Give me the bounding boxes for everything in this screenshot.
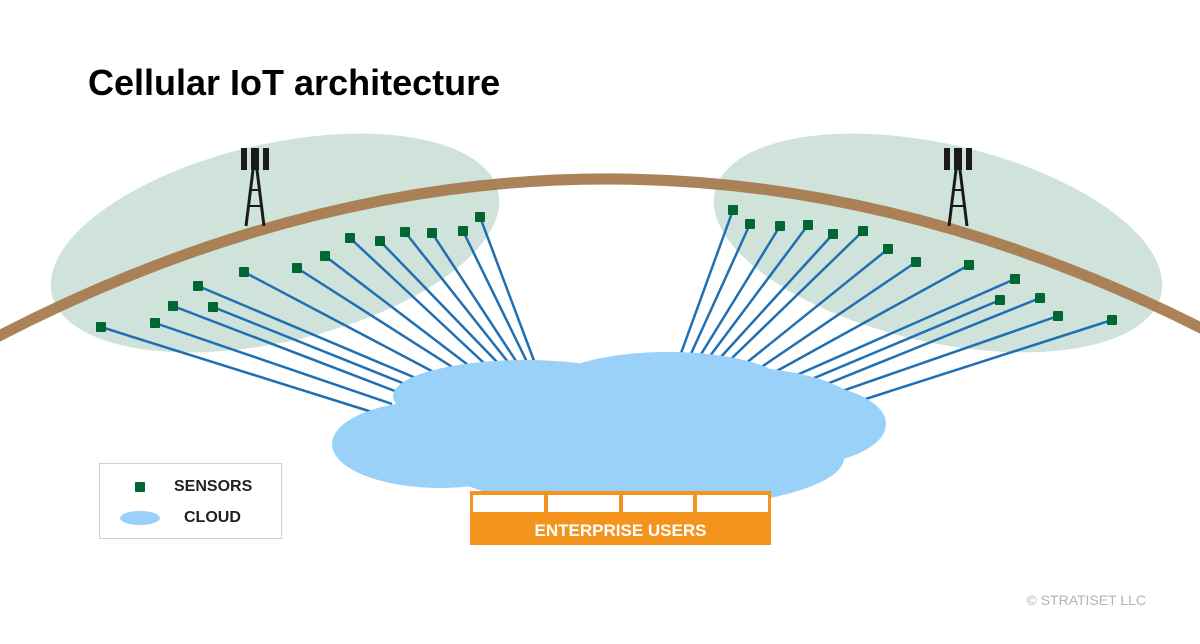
sensor-icon <box>345 233 355 243</box>
sensor-link <box>774 263 970 374</box>
cloud-icon <box>332 352 886 510</box>
sensor-icon <box>96 322 106 332</box>
sensor-link <box>461 230 530 365</box>
sensor-link <box>430 232 520 365</box>
sensor-link <box>349 237 486 365</box>
sensor-link <box>729 230 864 361</box>
earth-arc <box>0 173 1200 342</box>
sensor-icon <box>883 244 893 254</box>
sensor-icon <box>1035 293 1045 303</box>
legend-cloud-label: CLOUD <box>184 509 241 526</box>
sensor-icon <box>995 295 1005 305</box>
sensor-link <box>799 298 1001 386</box>
sensor-link <box>212 305 421 392</box>
sensor-icon <box>400 227 410 237</box>
sensor-icon <box>135 482 145 492</box>
enterprise-slot <box>473 495 544 512</box>
sensor-icon <box>239 267 249 277</box>
sensor-link <box>154 321 393 406</box>
sensor-links <box>96 205 1117 414</box>
sensor-icon <box>458 226 468 236</box>
sensor-icon <box>911 257 921 267</box>
enterprise-users-label: ENTERPRISE USERS <box>534 521 707 540</box>
sensor-icon <box>1053 311 1063 321</box>
sensor-link <box>688 223 752 357</box>
sensor-icon <box>320 251 330 261</box>
cloud-icon <box>120 511 160 525</box>
enterprise-slots <box>473 495 768 512</box>
sensor-link <box>708 224 810 357</box>
sensor-icon <box>775 221 785 231</box>
sensor-icon <box>728 205 738 215</box>
sensor-icon <box>828 229 838 239</box>
sensor-icon <box>292 263 302 273</box>
sensor-link <box>324 255 473 369</box>
sensor-icon <box>150 318 160 328</box>
sensor-icon <box>168 301 178 311</box>
sensor-link <box>243 270 446 380</box>
enterprise-users-block: ENTERPRISE USERS <box>470 491 771 545</box>
enterprise-slot <box>622 495 694 512</box>
enterprise-slot <box>697 495 768 512</box>
sensor-icon <box>745 219 755 229</box>
sensor-link <box>197 284 431 386</box>
sensor-link <box>821 314 1059 400</box>
cell-tower-icon <box>241 148 269 227</box>
sensor-link <box>744 248 889 365</box>
sensor-icon <box>427 228 437 238</box>
page-title: Cellular IoT architecture <box>88 62 501 103</box>
sensor-link <box>172 304 409 398</box>
sensor-icon <box>375 236 385 246</box>
sensor-link <box>849 318 1113 406</box>
sensor-link <box>719 233 834 359</box>
cell-tower-icon <box>944 148 972 227</box>
sensor-icon <box>1010 274 1020 284</box>
enterprise-slot <box>547 495 619 512</box>
sensor-link <box>678 209 735 357</box>
sensor-link <box>759 260 917 370</box>
sensor-link <box>100 325 373 414</box>
sensor-link <box>789 277 1016 380</box>
legend: SENSORS CLOUD <box>99 463 282 539</box>
coverage-zone-left <box>50 133 500 353</box>
sensor-icon <box>858 226 868 236</box>
sensor-icon <box>475 212 485 222</box>
sensor-link <box>811 296 1041 392</box>
sensor-icon <box>193 281 203 291</box>
sensor-icon <box>208 302 218 312</box>
sensor-icon <box>1107 315 1117 325</box>
legend-sensors-label: SENSORS <box>174 478 253 495</box>
sensor-link <box>379 240 498 363</box>
sensor-link <box>404 231 509 363</box>
sensor-icon <box>803 220 813 230</box>
sensor-link <box>698 225 782 357</box>
sensor-icon <box>964 260 974 270</box>
sensor-link <box>296 266 461 374</box>
copyright-notice: © STRATISET LLC <box>1026 592 1147 608</box>
sensor-link <box>478 216 538 367</box>
